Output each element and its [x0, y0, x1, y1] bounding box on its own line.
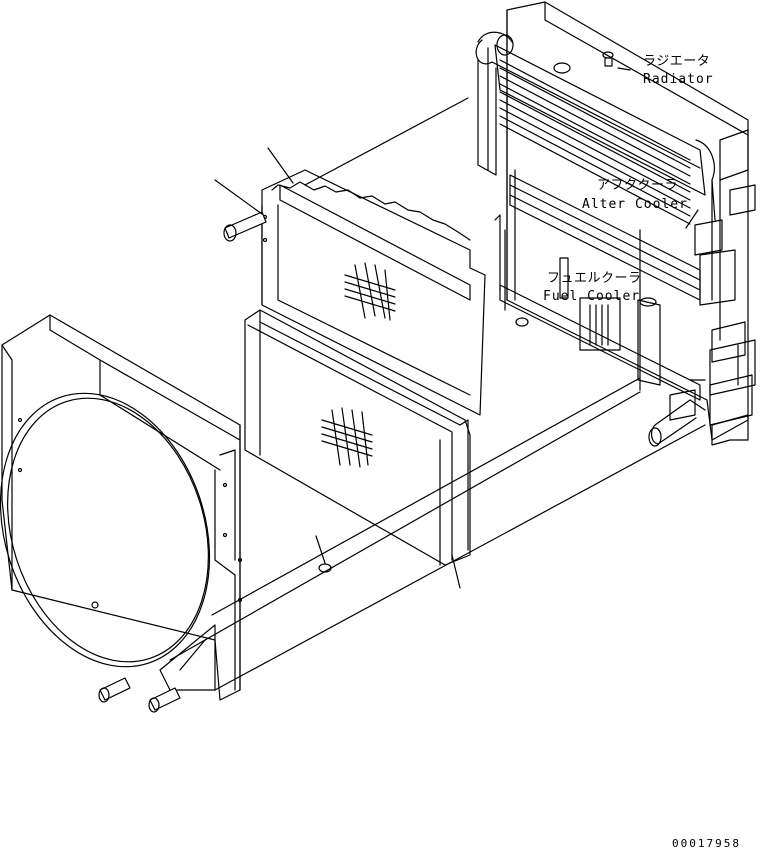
leader-lines [169, 67, 706, 691]
fan-shroud [0, 314, 243, 701]
aftercooler-label-en: Alter Cooler [582, 197, 688, 212]
radiator-label-jp: ラジエータ [643, 54, 711, 69]
fuelcooler-label-jp: フュエルクーラ [547, 271, 642, 286]
lower-screen-panel [244, 309, 471, 566]
upper-cover-plate [261, 169, 486, 416]
aftercooler-label-jp: アフタクーラ [597, 178, 679, 193]
bolt-upper [223, 211, 267, 242]
bolt-lower-right [148, 687, 181, 713]
fuelcooler-label-en: Fuel Cooler [543, 289, 641, 304]
bolt-lower-left [98, 677, 131, 703]
washer [318, 563, 332, 573]
radiator-label-en: Radiator [643, 72, 714, 87]
drawing-code: 00017958 [672, 837, 741, 850]
radiator-assembly [475, 1, 756, 447]
